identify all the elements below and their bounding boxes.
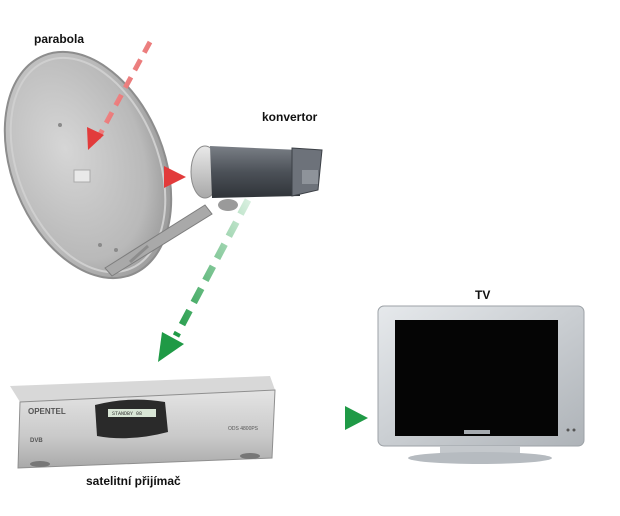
converter-to-receiver-arrow (158, 198, 252, 362)
lnb-converter-icon (190, 145, 323, 211)
receiver-brand: OPENTEL (28, 407, 66, 416)
converter-label: konvertor (262, 110, 318, 124)
tv-label: TV (475, 288, 491, 302)
tv-icon (377, 305, 585, 464)
incoming-signal-arrow (87, 40, 153, 150)
reflected-signal-arrow (115, 166, 186, 188)
satellite-dish-icon (3, 50, 213, 280)
receiver-label: satelitní přijímač (86, 474, 181, 488)
receiver-icon: OPENTEL STANDBY 08 ODS 4800PS DVB (10, 376, 276, 469)
receiver-model: ODS 4800PS (228, 426, 259, 432)
dish-label: parabola (34, 32, 85, 46)
receiver-display: STANDBY 08 (112, 411, 142, 417)
receiver-to-tv-arrow (282, 406, 368, 430)
receiver-logo: DVB (30, 438, 43, 444)
